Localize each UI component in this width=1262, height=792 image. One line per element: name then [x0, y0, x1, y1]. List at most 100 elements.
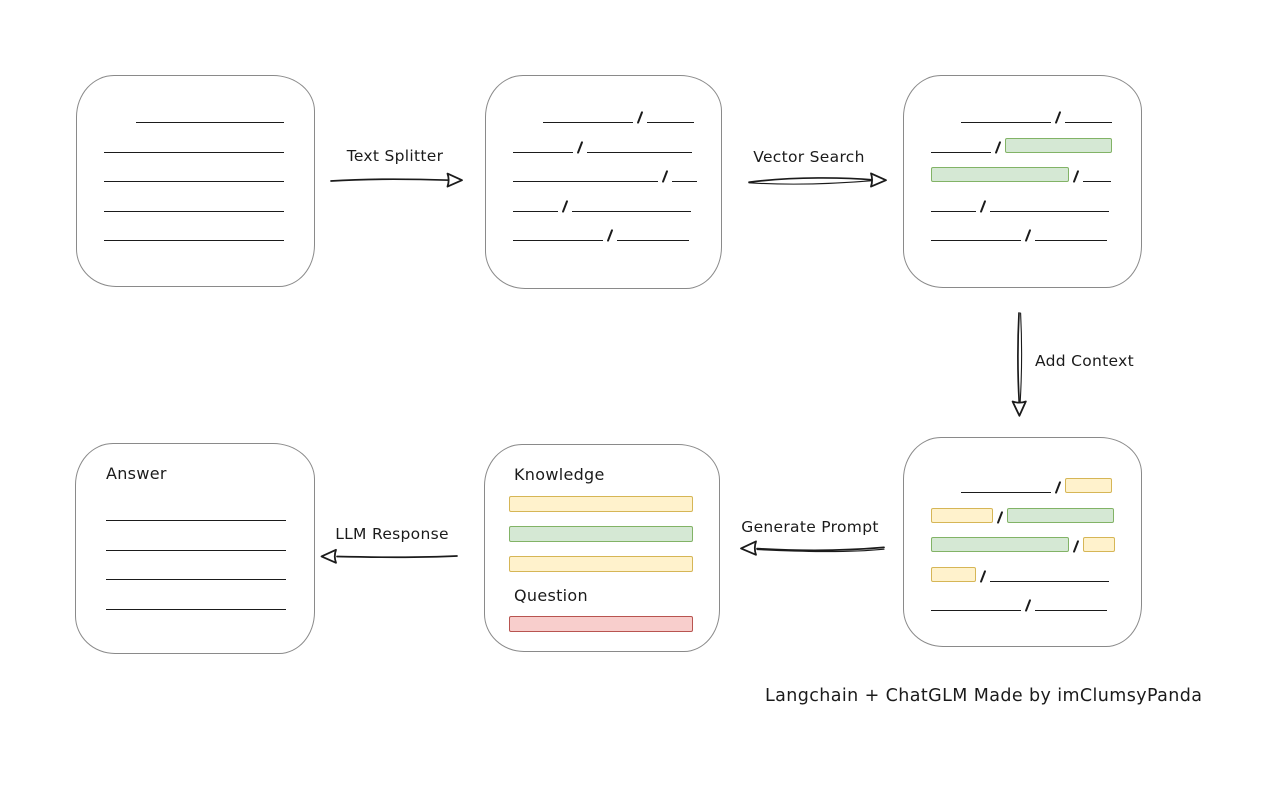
- text-line: [990, 210, 1110, 212]
- text-line: [106, 520, 286, 521]
- arrow-shaft: [1017, 312, 1021, 403]
- text-line-row: [106, 505, 314, 521]
- text-line-row: [931, 225, 1141, 242]
- matched-chunks-lines: [931, 107, 1141, 242]
- text-line: [543, 122, 633, 123]
- text-line-row: [106, 535, 314, 551]
- slash-separator: [661, 170, 669, 183]
- arrow-shaft-double: [1019, 312, 1023, 403]
- text-line: [931, 151, 991, 153]
- text-splitter-arrow: [330, 172, 463, 188]
- slash-separator: [979, 569, 987, 583]
- text-line-row: [106, 564, 314, 580]
- vector-search-label: Vector Search: [753, 148, 865, 166]
- split-text-box: [485, 75, 722, 289]
- text-line: [587, 151, 693, 153]
- arrow-shaft-double: [756, 548, 885, 553]
- arrowhead-left-icon: [740, 540, 757, 556]
- vector-search-arrow: [748, 172, 887, 188]
- slash-separator: [1024, 599, 1032, 612]
- slash-separator: [996, 510, 1004, 524]
- arrow-shaft: [748, 177, 875, 184]
- arrow-shaft: [756, 546, 885, 552]
- text-line: [513, 181, 658, 182]
- arrow-shaft: [330, 178, 451, 182]
- text-line: [1035, 240, 1108, 241]
- text-line: [572, 210, 692, 212]
- text-line-row: [104, 196, 314, 212]
- text-line-row: [513, 225, 721, 242]
- text-line: [104, 210, 284, 212]
- text-line: [931, 210, 976, 212]
- slash-separator: [994, 140, 1002, 154]
- slash-separator: [1072, 170, 1080, 183]
- text-line: [931, 610, 1021, 611]
- text-line: [1035, 610, 1108, 611]
- slash-separator: [561, 199, 569, 213]
- text-line-row: [513, 137, 721, 154]
- text-line-row: [931, 566, 1141, 583]
- slash-separator: [1054, 111, 1062, 124]
- answer-lines: [106, 505, 314, 610]
- question-title: Question: [514, 586, 588, 605]
- green-highlight-chunk: [1005, 137, 1113, 153]
- yellow-highlight-chunk: [931, 507, 993, 523]
- line-indent: [513, 122, 543, 123]
- add-context-arrow: [1011, 312, 1027, 417]
- prompt-box: Knowledge Question: [484, 444, 720, 652]
- green-highlight-chunk: [1007, 507, 1115, 523]
- matched-chunks-box: [903, 75, 1142, 288]
- text-line: [617, 240, 690, 241]
- yellow-bar: [509, 496, 693, 512]
- green-highlight-chunk: [931, 167, 1069, 182]
- text-line: [513, 240, 603, 241]
- source-document-lines: [104, 107, 314, 241]
- slash-separator: [1054, 481, 1062, 494]
- split-text-lines: [513, 107, 721, 242]
- knowledge-bars: [509, 496, 719, 572]
- red-bar: [509, 616, 693, 632]
- text-line-row: [513, 196, 721, 213]
- text-line-row: [104, 107, 314, 123]
- text-line: [104, 151, 284, 153]
- text-line: [106, 549, 286, 551]
- yellow-highlight-chunk: [1065, 478, 1113, 493]
- text-line-row: [513, 107, 721, 124]
- text-line: [106, 579, 286, 580]
- arrowhead-left-icon: [320, 548, 337, 564]
- text-line-row: [931, 536, 1141, 553]
- text-line: [513, 210, 558, 212]
- line-indent: [931, 122, 961, 123]
- text-line-row: [931, 137, 1141, 154]
- text-line-row: [931, 477, 1141, 494]
- text-line: [136, 122, 284, 123]
- green-bar: [509, 526, 693, 542]
- add-context-label: Add Context: [1035, 352, 1134, 370]
- text-line: [672, 181, 698, 182]
- slash-separator: [1072, 540, 1080, 553]
- arrow-shaft: [336, 555, 458, 559]
- line-indent: [931, 492, 961, 493]
- text-line: [961, 122, 1051, 123]
- answer-title: Answer: [106, 464, 167, 483]
- slash-separator: [636, 111, 644, 124]
- text-line: [106, 608, 286, 610]
- text-line: [961, 492, 1051, 493]
- text-line-row: [513, 166, 721, 183]
- line-indent: [104, 122, 136, 123]
- slash-separator: [576, 140, 584, 154]
- text-line: [1083, 181, 1112, 182]
- question-bars: [509, 616, 719, 632]
- text-line-row: [104, 137, 314, 153]
- llm-response-arrow: [320, 548, 458, 564]
- green-highlight-chunk: [931, 537, 1069, 552]
- text-line: [647, 122, 695, 123]
- yellow-highlight-chunk: [931, 566, 976, 582]
- slash-separator: [979, 199, 987, 213]
- text-line-row: [104, 166, 314, 182]
- text-line: [931, 240, 1021, 241]
- text-line-row: [104, 225, 314, 241]
- text-line-row: [931, 507, 1141, 524]
- yellow-highlight-chunk: [1083, 537, 1116, 552]
